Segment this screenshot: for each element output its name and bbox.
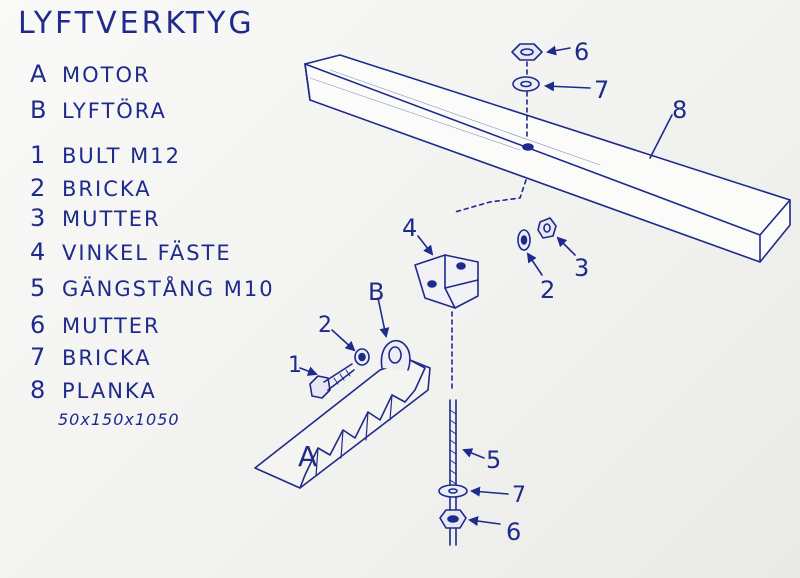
callout-bolt-washer: 2 xyxy=(318,313,332,338)
callout-plank: 8 xyxy=(672,96,687,124)
legend-text: MUTTER xyxy=(62,207,161,231)
callout-rod: 5 xyxy=(486,446,501,474)
callout-leader xyxy=(649,114,673,159)
angle-bracket xyxy=(414,254,479,309)
legend-code: 8 xyxy=(30,376,48,404)
legend-item-4: 4 VINKEL FÄSTE xyxy=(30,238,232,266)
legend-text: PLANKA xyxy=(62,379,157,403)
callout-arrow xyxy=(331,329,356,352)
callout-arrow xyxy=(462,448,485,459)
side-washer xyxy=(517,229,531,251)
legend-code: 4 xyxy=(30,238,48,266)
legend-item-3: 3 MUTTER xyxy=(30,204,161,232)
legend-item-6: 6 MUTTER xyxy=(30,311,161,339)
callout-arrow xyxy=(417,235,434,256)
callout-lift-ear: B xyxy=(368,278,384,306)
callout-bottom-washer: 7 xyxy=(512,483,526,508)
callout-arrow xyxy=(556,236,576,256)
side-nut xyxy=(537,217,557,239)
legend-item-a: A MOTOR xyxy=(30,60,151,88)
plank xyxy=(304,54,791,263)
callout-side-nut: 3 xyxy=(574,254,589,282)
callout-arrow xyxy=(468,516,501,527)
legend-item-1: 1 BULT M12 xyxy=(30,141,181,169)
legend-item-5: 5 GÄNGSTÅNG M10 xyxy=(30,274,275,302)
bottom-nut xyxy=(439,509,467,529)
legend-text: BRICKA xyxy=(62,346,152,370)
callout-top-washer: 7 xyxy=(594,76,609,104)
top-washer xyxy=(512,76,540,92)
callout-bracket: 4 xyxy=(402,214,417,242)
legend-text: BULT M12 xyxy=(62,144,181,168)
legend-code: 1 xyxy=(30,141,48,169)
legend-item-b: B LYFTÖRA xyxy=(30,96,167,124)
legend-item-7: 7 BRICKA xyxy=(30,343,152,371)
legend-code: 2 xyxy=(30,174,48,202)
legend-text: MOTOR xyxy=(62,63,151,87)
callout-arrow xyxy=(546,45,571,56)
callout-bolt: 1 xyxy=(288,353,302,378)
legend-item-2: 2 BRICKA xyxy=(30,174,152,202)
plank-dimensions: 50x150x1050 xyxy=(58,410,180,429)
callout-arrow xyxy=(544,81,591,92)
motor xyxy=(254,359,431,489)
legend-code: A xyxy=(30,60,49,88)
legend-text: LYFTÖRA xyxy=(62,99,167,123)
lift-ear xyxy=(380,339,411,371)
callout-arrow xyxy=(299,366,318,376)
legend-text: VINKEL FÄSTE xyxy=(62,241,232,265)
callout-arrow xyxy=(526,252,543,276)
legend-text: MUTTER xyxy=(62,314,161,338)
callout-side-washer: 2 xyxy=(540,276,555,304)
legend-code: 7 xyxy=(30,343,48,371)
bolt xyxy=(309,363,355,399)
legend-code: B xyxy=(30,96,49,124)
legend-text: BRICKA xyxy=(62,177,152,201)
callout-arrow xyxy=(470,486,509,497)
legend-item-8: 8 PLANKA xyxy=(30,376,157,404)
legend-code: 3 xyxy=(30,204,48,232)
callout-bottom-nut: 6 xyxy=(506,518,521,546)
bottom-washer xyxy=(438,484,468,498)
legend-code: 5 xyxy=(30,274,48,302)
top-nut xyxy=(511,43,543,61)
legend-text: GÄNGSTÅNG M10 xyxy=(62,277,275,301)
bolt-washer xyxy=(354,348,370,366)
diagram-title: LYFTVERKTYG xyxy=(18,6,255,41)
legend-code: 6 xyxy=(30,311,48,339)
callout-top-nut: 6 xyxy=(574,38,589,66)
callout-motor: A xyxy=(298,440,317,473)
callout-arrow xyxy=(377,297,390,338)
